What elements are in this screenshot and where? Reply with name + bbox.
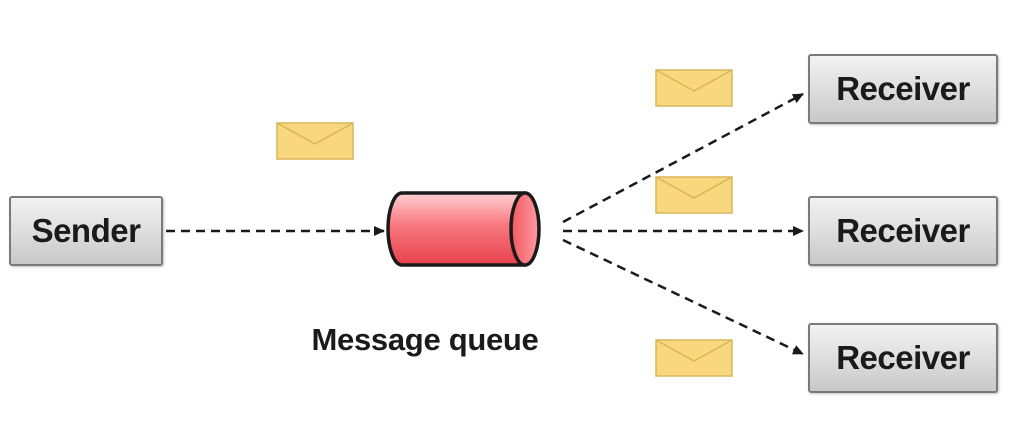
- envelope-icon: [655, 176, 733, 214]
- envelope-icon: [655, 69, 733, 107]
- queue-cylinder-icon: [386, 191, 541, 267]
- queue-to-receiver-1-arrow: [562, 92, 804, 224]
- envelope-icon: [276, 122, 354, 160]
- receiver-node-2: Receiver: [808, 196, 998, 266]
- sender-node: Sender: [9, 196, 163, 266]
- receiver-node-1: Receiver: [808, 54, 998, 124]
- queue-label: Message queue: [311, 322, 539, 357]
- envelope-icon: [655, 339, 733, 377]
- receiver-node-3: Receiver: [808, 323, 998, 393]
- queue-to-receiver-3-arrow: [562, 238, 804, 356]
